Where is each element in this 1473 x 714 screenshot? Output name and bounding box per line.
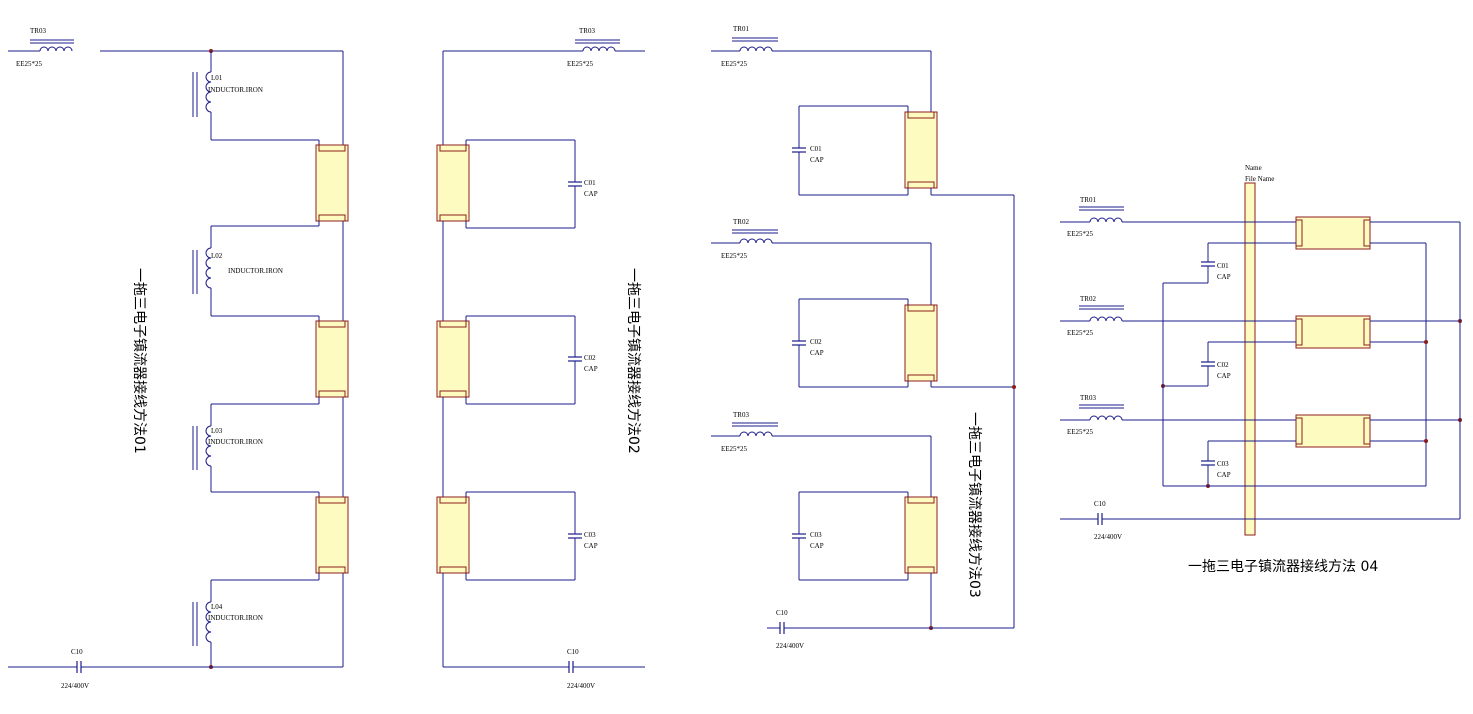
c03-label-d2: C03 <box>584 531 596 539</box>
tr03-core-label: EE25*25 <box>16 60 43 68</box>
diagram-method-04: Name File Name TR01 EE25*25 C01 CAP <box>1060 164 1462 575</box>
title-method-04: 一拖三电子镇流器接线方法 04 <box>1188 558 1378 575</box>
l01-label: L01 <box>211 74 223 82</box>
file-name-label: File Name <box>1245 175 1274 183</box>
tr02-core-label-d4: EE25*25 <box>1067 329 1094 337</box>
transformer-tr01-d4: TR01 EE25*25 <box>1060 196 1124 238</box>
inductor-l04: L04 INDUCTOR.IRON <box>192 601 263 669</box>
tr01-label-d4: TR01 <box>1080 196 1096 204</box>
lamp-tube-2 <box>315 320 349 398</box>
tr02-label-d4: TR02 <box>1080 295 1096 303</box>
c10-value-label-d2: 224/400V <box>567 682 595 690</box>
title-method-02: 一拖三电子镇流器接线方法02 <box>625 268 642 454</box>
c03-label-d3: C03 <box>810 531 822 539</box>
transformer-tr02-d3: TR02 EE25*25 <box>711 218 931 260</box>
tr03-label-d2: TR03 <box>579 27 595 35</box>
c01-cap-label-d2: CAP <box>584 190 598 198</box>
inductor-l03: L03 INDUCTOR.IRON <box>192 425 320 497</box>
lamp-tube-d3-3 <box>904 496 938 574</box>
diagram-method-02: TR03 EE25*25 C01 CAP <box>436 27 645 690</box>
title-frame <box>1244 182 1256 536</box>
inductor-l01: L01 INDUCTOR.IRON <box>192 51 320 145</box>
title-method-03: 一拖三电子镇流器接线方法03 <box>966 412 983 598</box>
c10-value-label-d4: 224/400V <box>1094 533 1122 541</box>
capacitor-c10-d3: C10 224/400V <box>767 609 1014 650</box>
transformer-tr03-d2: TR03 EE25*25 <box>567 27 645 68</box>
capacitor-c10-d4: C10 224/400V <box>1060 500 1460 541</box>
c01-cap-label-d4: CAP <box>1217 273 1231 281</box>
lamp-tube-d3-1 <box>904 111 938 189</box>
l02-label: L02 <box>211 252 223 260</box>
tr03-core-label-d3: EE25*25 <box>721 445 748 453</box>
l03-label: L03 <box>211 427 223 435</box>
c01-label-d3: C01 <box>810 145 822 153</box>
tr03-core-label-d2: EE25*25 <box>567 60 594 68</box>
c02-label-d4: C02 <box>1217 361 1229 369</box>
tr01-label-d3: TR01 <box>733 25 749 33</box>
tr01-core-label-d3: EE25*25 <box>721 60 748 68</box>
transformer-tr03-d1: TR03 EE25*25 <box>8 27 74 68</box>
c03-cap-label-d2: CAP <box>584 542 598 550</box>
tr03-label: TR03 <box>30 27 46 35</box>
lamp-tube-b <box>436 320 470 398</box>
diagram-method-03: TR01 EE25*25 C01 CAP TR02 EE25*2 <box>711 25 1016 650</box>
c03-cap-label-d3: CAP <box>810 542 824 550</box>
tr03-label-d4: TR03 <box>1080 394 1096 402</box>
l02-type-label: INDUCTOR.IRON <box>228 267 283 275</box>
c10-label-d4: C10 <box>1094 500 1106 508</box>
lamp-tube-1 <box>315 144 349 222</box>
lamp-tube-d4-1 <box>1295 216 1371 250</box>
tr03-label-d3: TR03 <box>733 411 749 419</box>
c02-cap-label-d3: CAP <box>810 349 824 357</box>
tr03-core-label-d4: EE25*25 <box>1067 428 1094 436</box>
c10-label-d3: C10 <box>776 609 788 617</box>
tr02-label-d3: TR02 <box>733 218 749 226</box>
capacitor-c10-d2: C10 224/400V <box>443 648 645 690</box>
c10-value-label-d3: 224/400V <box>776 642 804 650</box>
c10-value-label: 224/400V <box>61 682 89 690</box>
diagram-method-01: TR03 EE25*25 L01 INDUCTOR.IRON <box>8 27 349 690</box>
tr01-core-label-d4: EE25*25 <box>1067 230 1094 238</box>
lamp-tube-c <box>436 496 470 574</box>
tr02-core-label-d3: EE25*25 <box>721 252 748 260</box>
c01-cap-label-d3: CAP <box>810 156 824 164</box>
l04-type-label: INDUCTOR.IRON <box>208 614 263 622</box>
c01-label-d2: C01 <box>584 179 596 187</box>
transformer-tr03-d4: TR03 EE25*25 <box>1060 394 1124 436</box>
title-method-01: 一拖三电子镇流器接线方法01 <box>131 268 148 454</box>
c03-cap-label-d4: CAP <box>1217 471 1231 479</box>
c02-label-d3: C02 <box>810 338 822 346</box>
lamp-tube-3 <box>315 496 349 574</box>
c01-label-d4: C01 <box>1217 262 1229 270</box>
c02-cap-label-d2: CAP <box>584 365 598 373</box>
transformer-tr02-d4: TR02 EE25*25 <box>1060 295 1124 337</box>
l01-type-label: INDUCTOR.IRON <box>208 86 263 94</box>
lamp-tube-d4-2 <box>1295 315 1371 349</box>
inductor-l02: L02 INDUCTOR.IRON <box>192 247 320 321</box>
name-label: Name <box>1245 164 1262 172</box>
c10-label-d2: C10 <box>567 648 579 656</box>
transformer-tr01-d3: TR01 EE25*25 <box>711 25 931 68</box>
capacitor-c10-d1: C10 224/400V <box>8 648 343 690</box>
c02-cap-label-d4: CAP <box>1217 372 1231 380</box>
l04-label: L04 <box>211 603 223 611</box>
transformer-tr03-d3: TR03 EE25*25 <box>711 411 931 453</box>
c10-label: C10 <box>71 648 83 656</box>
lamp-tube-d4-3 <box>1295 414 1371 448</box>
c03-label-d4: C03 <box>1217 460 1229 468</box>
c02-label-d2: C02 <box>584 354 596 362</box>
l03-type-label: INDUCTOR.IRON <box>208 438 263 446</box>
lamp-tube-a <box>436 144 470 222</box>
lamp-tube-d3-2 <box>904 304 938 382</box>
